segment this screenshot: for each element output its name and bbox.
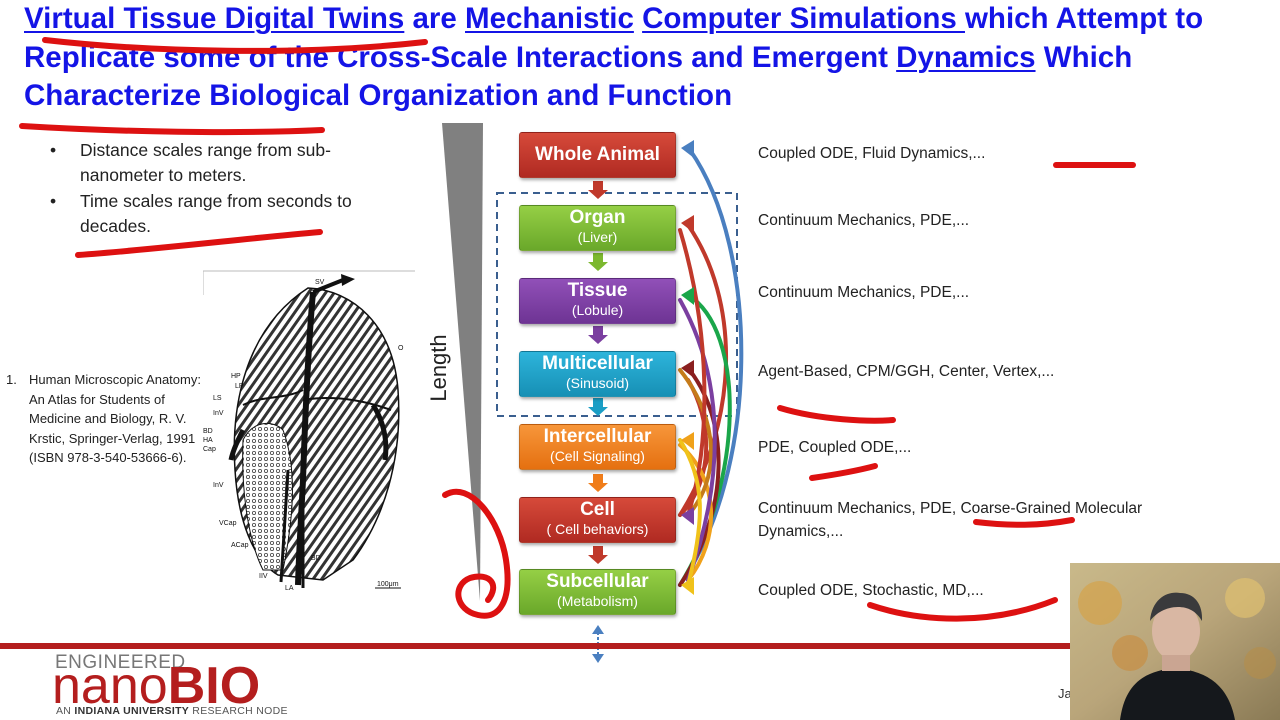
scale-title: Organ [569,207,626,228]
illus-label-vcap: VCap [219,520,237,527]
reference-number: 1. [6,372,17,387]
presenter-webcam [1070,563,1280,720]
title-text: Which Characterize Biological Organizati… [24,40,1133,113]
scale-title: Intercellular [543,426,652,447]
reference-text: Human Microscopic Anatomy: An Atlas for … [29,372,201,465]
scale-title: Multicellular [542,353,653,374]
illus-label-ha: HA [203,437,213,444]
scale-subtitle: (Metabolism) [557,593,638,609]
scale-box-intercellular: Intercellular(Cell Signaling) [519,424,676,470]
presenter-video-frame [1070,563,1280,720]
scale-subtitle: (Cell Signaling) [550,448,645,464]
slide-title: Virtual Tissue Digital Twins are Mechani… [24,0,1264,116]
illus-label-inv: InV [213,410,224,417]
method-whole-animal: Coupled ODE, Fluid Dynamics,... [758,145,986,162]
scale-title: Cell [580,499,615,520]
method-subcellular: Coupled ODE, Stochastic, MD,... [758,582,984,599]
title-text: which Attempt to Replicate some of the C… [24,2,1204,74]
title-text: are [404,2,466,35]
scale-box-whole-animal: Whole Animal [519,132,676,178]
logo-tagline-b: INDIANA UNIVERSITY [74,705,190,717]
illus-label-ls: LS [213,395,222,402]
illus-scale-bar: 100μm [377,581,399,588]
logo-tagline-a: AN [56,705,75,717]
logo-bio: BIO [167,657,261,715]
title-term-computer-simulations: Computer Simulations [642,2,965,35]
scale-box-multicellular: Multicellular(Sinusoid) [519,351,676,397]
illus-label-hp: HP [231,373,241,380]
illus-label-acap: ACap [231,542,249,549]
method-intercellular: PDE, Coupled ODE,... [758,439,912,456]
illus-label-iiv: IIV [259,573,268,580]
method-cell: Continuum Mechanics, PDE, Coarse-Grained… [758,500,1143,540]
illus-label-o: O [398,345,404,352]
method-multicellular: Agent-Based, CPM/GGH, Center, Vertex,... [758,363,1055,380]
scale-subtitle: (Liver) [577,229,618,245]
logo-tagline: AN INDIANA UNIVERSITY RESEARCH NODE [56,705,288,717]
arrow-heads [681,140,694,595]
reference-citation: 1. Human Microscopic Anatomy: An Atlas f… [6,370,206,468]
method-tissue: Continuum Mechanics, PDE,... [758,284,970,301]
liver-lobule-illustration: SV O HP LP LS InV BD HA Cap InV VCap ACa… [203,270,415,592]
logo-nano: nano [52,657,168,715]
scale-box-cell: Cell( Cell behaviors) [519,497,676,543]
scale-subtitle: ( Cell behaviors) [546,521,649,537]
method-organ: Continuum Mechanics, PDE,... [758,212,970,229]
scale-title: Subcellular [546,571,649,592]
scale-box-tissue: Tissue(Lobule) [519,278,676,324]
title-term-mechanistic: Mechanistic [465,2,634,35]
length-wedge [442,123,483,601]
footer-text: Ja [1058,686,1072,701]
scale-subtitle: (Sinusoid) [565,375,630,391]
title-term-dynamics: Dynamics [896,40,1036,74]
illus-label-la: LA [285,585,294,592]
scale-box-organ: Organ(Liver) [519,205,676,251]
title-term-digital-twins: Virtual Tissue Digital Twins [24,2,405,35]
footer-divider [0,643,1280,649]
scale-title: Whole Animal [535,144,660,165]
down-arrows [588,181,608,564]
bullet-distance-scales: Distance scales range from sub-nanometer… [50,138,380,188]
scale-subtitle: (Lobule) [571,302,624,318]
illus-label-sv: SV [315,279,325,286]
logo-tagline-c: RESEARCH NODE [189,705,288,717]
bullet-list: Distance scales range from sub-nanometer… [50,138,380,240]
illus-label-bd-2: BD [311,555,321,562]
scale-box-subcellular: Subcellular(Metabolism) [519,569,676,615]
illus-label-cap: Cap [203,446,216,453]
engineered-nanobio-logo: nanoBIO [52,660,260,712]
scale-title: Tissue [567,280,628,301]
logo-engineered-text: ENGINEERED [55,652,186,673]
illus-label-inv-2: InV [213,482,224,489]
illus-label-lp: LP [235,383,244,390]
illus-label-bd: BD [203,428,213,435]
feedback-curved-arrows [678,148,744,587]
